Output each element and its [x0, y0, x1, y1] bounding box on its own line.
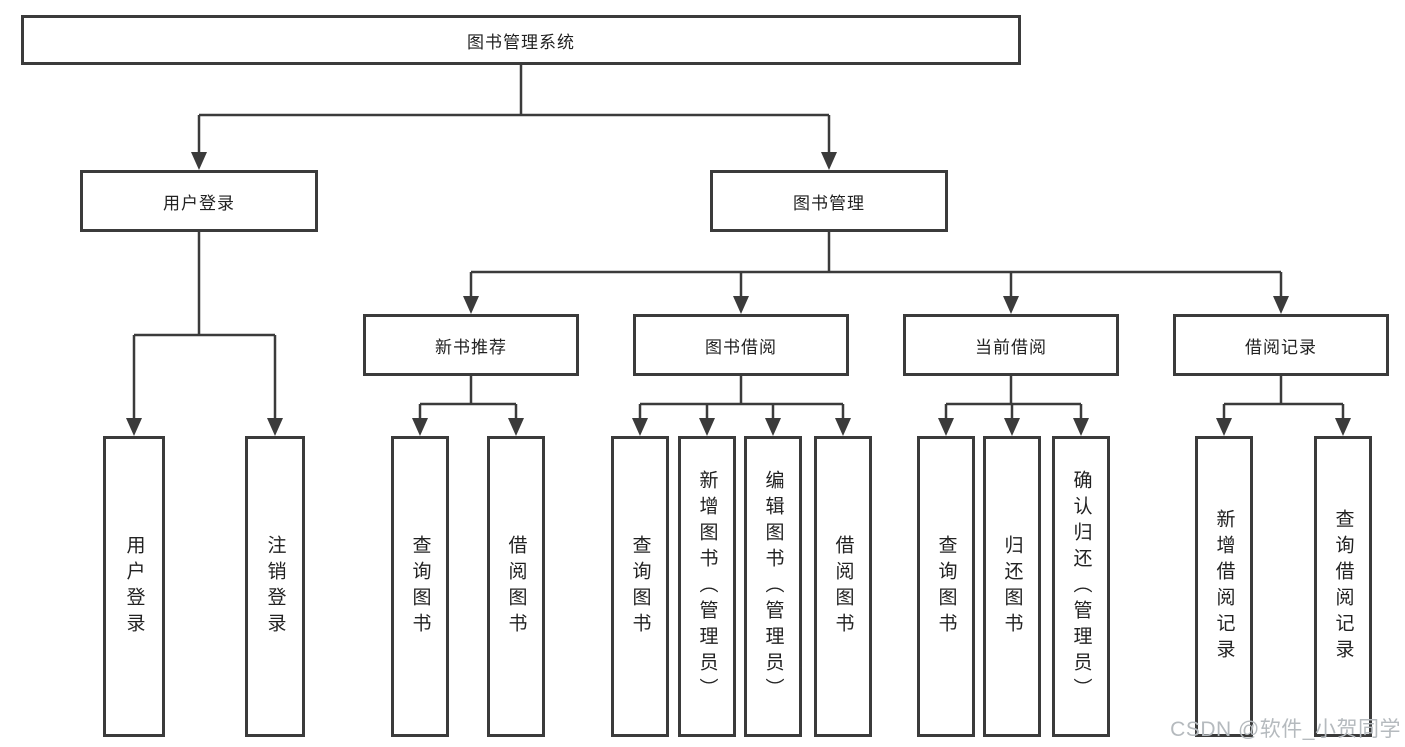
- leaf-user-login-label: 用户登录: [123, 534, 145, 639]
- leaf-query-borrow-record: 查询借阅记录: [1314, 436, 1372, 737]
- leaf-query-books-current-label: 查询图书: [935, 534, 957, 639]
- node-current-borrowing: 当前借阅: [903, 314, 1119, 376]
- node-book-management: 图书管理: [710, 170, 948, 232]
- leaf-add-books-admin: 新增图书（管理员）: [678, 436, 736, 737]
- leaf-query-books-borrowing: 查询图书: [611, 436, 669, 737]
- leaf-query-borrow-record-label: 查询借阅记录: [1332, 508, 1354, 665]
- leaf-borrow-books-recommend: 借阅图书: [487, 436, 545, 737]
- node-current-borrowing-label: 当前借阅: [975, 337, 1047, 357]
- leaf-borrow-books-recommend-label: 借阅图书: [505, 534, 527, 639]
- leaf-user-login: 用户登录: [103, 436, 165, 737]
- leaf-query-books-borrowing-label: 查询图书: [629, 534, 651, 639]
- leaf-logout: 注销登录: [245, 436, 305, 737]
- leaf-add-borrow-record: 新增借阅记录: [1195, 436, 1253, 737]
- leaf-add-borrow-record-label: 新增借阅记录: [1213, 508, 1235, 665]
- node-user-login: 用户登录: [80, 170, 318, 232]
- leaf-edit-books-admin-label: 编辑图书（管理员）: [762, 469, 784, 704]
- leaf-confirm-return-admin: 确认归还（管理员）: [1052, 436, 1110, 737]
- node-root: 图书管理系统: [21, 15, 1021, 65]
- leaf-edit-books-admin: 编辑图书（管理员）: [744, 436, 802, 737]
- leaf-add-books-admin-label: 新增图书（管理员）: [696, 469, 718, 704]
- leaf-return-books-label: 归还图书: [1001, 534, 1023, 639]
- node-user-login-label: 用户登录: [163, 193, 235, 213]
- node-book-borrowing-label: 图书借阅: [705, 337, 777, 357]
- node-book-management-label: 图书管理: [793, 193, 865, 213]
- leaf-borrow-books-label: 借阅图书: [832, 534, 854, 639]
- node-new-book-recommend: 新书推荐: [363, 314, 579, 376]
- leaf-query-books-recommend: 查询图书: [391, 436, 449, 737]
- leaf-query-books-current: 查询图书: [917, 436, 975, 737]
- node-borrowing-records-label: 借阅记录: [1245, 337, 1317, 357]
- node-new-book-recommend-label: 新书推荐: [435, 337, 507, 357]
- leaf-logout-label: 注销登录: [264, 534, 286, 639]
- node-book-borrowing: 图书借阅: [633, 314, 849, 376]
- leaf-confirm-return-admin-label: 确认归还（管理员）: [1070, 469, 1092, 704]
- node-root-label: 图书管理系统: [467, 32, 575, 52]
- node-borrowing-records: 借阅记录: [1173, 314, 1389, 376]
- leaf-return-books: 归还图书: [983, 436, 1041, 737]
- watermark: CSDN @软件_小贺同学: [1170, 718, 1401, 741]
- leaf-query-books-recommend-label: 查询图书: [409, 534, 431, 639]
- leaf-borrow-books: 借阅图书: [814, 436, 872, 737]
